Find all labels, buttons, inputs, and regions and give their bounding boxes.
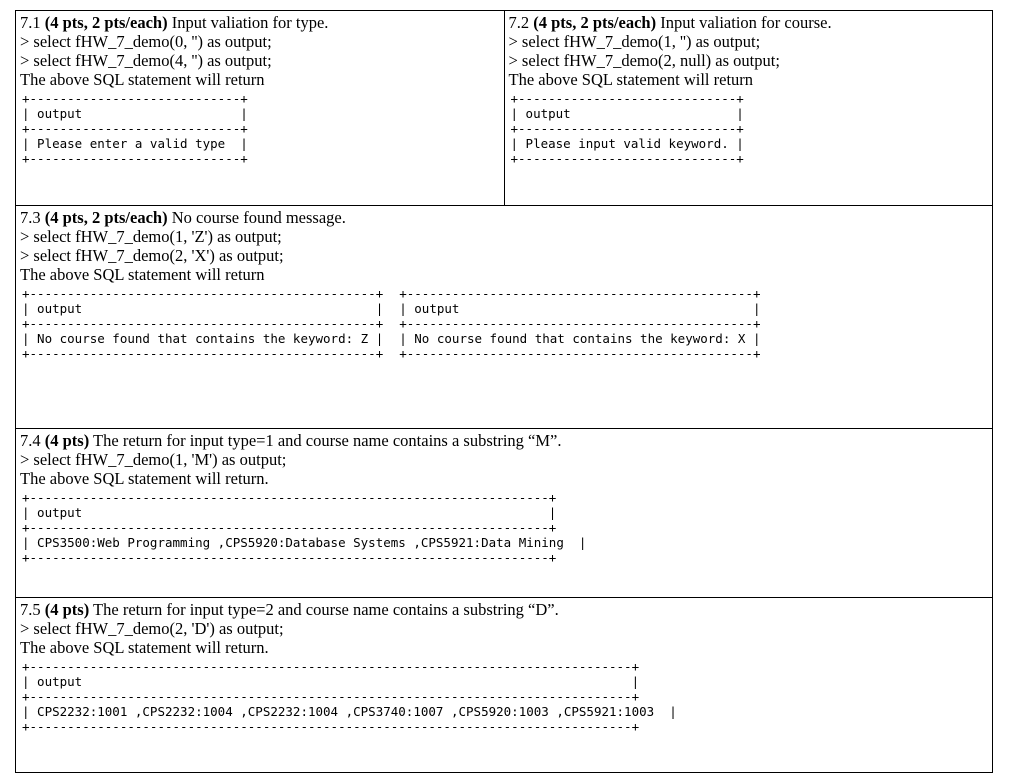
section-heading: 7.2 (4 pts, 2 pts/each) Input valiation … [508, 13, 832, 32]
section-7-3: 7.3 (4 pts, 2 pts/each) No course found … [15, 205, 993, 429]
sql-query: > select fHW_7_demo(1, 'M') as output; [20, 450, 287, 469]
output-table: +---------------------------------------… [22, 286, 384, 361]
sql-query: > select fHW_7_demo(0, '') as output; [20, 32, 272, 51]
output-table: +-----------------------------+ | output… [510, 91, 744, 166]
output-table: +---------------------------------------… [399, 286, 761, 361]
section-heading: 7.4 (4 pts) The return for input type=1 … [20, 431, 562, 450]
output-table: +---------------------------------------… [22, 659, 677, 734]
sql-query: > select fHW_7_demo(2, 'D') as output; [20, 619, 284, 638]
section-heading: 7.1 (4 pts, 2 pts/each) Input valiation … [20, 13, 329, 32]
return-caption: The above SQL statement will return. [20, 638, 269, 657]
section-7-2: 7.2 (4 pts, 2 pts/each) Input valiation … [503, 10, 993, 206]
sql-query: > select fHW_7_demo(1, '') as output; [508, 32, 761, 51]
sql-query: > select fHW_7_demo(2, null) as output; [508, 51, 780, 70]
sql-query: > select fHW_7_demo(1, 'Z') as output; [20, 227, 282, 246]
return-caption: The above SQL statement will return [20, 265, 265, 284]
section-7-1: 7.1 (4 pts, 2 pts/each) Input valiation … [15, 10, 505, 206]
output-table-pair: +---------------------------------------… [20, 284, 988, 361]
return-caption: The above SQL statement will return. [20, 469, 269, 488]
homework-table: 7.1 (4 pts, 2 pts/each) Input valiation … [15, 10, 993, 773]
section-7-4: 7.4 (4 pts) The return for input type=1 … [15, 428, 993, 598]
return-caption: The above SQL statement will return [508, 70, 754, 89]
return-caption: The above SQL statement will return [20, 70, 265, 89]
output-table: +----------------------------+ | output … [22, 91, 248, 166]
sql-query: > select fHW_7_demo(4, '') as output; [20, 51, 272, 70]
section-7-5: 7.5 (4 pts) The return for input type=2 … [15, 597, 993, 773]
section-heading: 7.5 (4 pts) The return for input type=2 … [20, 600, 559, 619]
output-table: +---------------------------------------… [22, 490, 587, 565]
section-heading: 7.3 (4 pts, 2 pts/each) No course found … [20, 208, 346, 227]
sql-query: > select fHW_7_demo(2, 'X') as output; [20, 246, 284, 265]
